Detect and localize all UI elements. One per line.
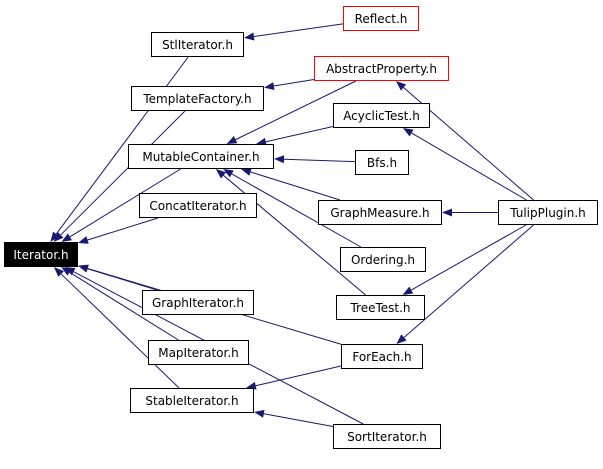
edge-arrowhead — [61, 233, 73, 242]
edge-graphiterator-to-iterator — [78, 264, 158, 291]
edge-foreach-to-stableiterator — [245, 365, 342, 390]
node-graphiterator[interactable]: GraphIterator.h — [142, 290, 254, 315]
edge-tulipplugin-to-treetest — [402, 224, 527, 295]
node-stliterator[interactable]: StlIterator.h — [151, 32, 244, 57]
edge-line — [411, 132, 527, 201]
edge-arrowhead — [240, 168, 252, 176]
node-bfs[interactable]: Bfs.h — [355, 150, 409, 175]
edge-line — [87, 268, 158, 291]
edge-line — [410, 224, 527, 291]
edge-arrowhead — [254, 409, 265, 418]
edge-stableiterator-to-iterator — [53, 267, 180, 389]
edge-line — [69, 168, 181, 238]
node-mapiterator[interactable]: MapIterator.h — [148, 340, 249, 365]
edge-concatiterator-to-iterator — [78, 217, 159, 244]
edge-arrowhead — [402, 128, 414, 137]
edge-line — [255, 365, 342, 387]
node-mutablecontainer[interactable]: MutableContainer.h — [128, 144, 274, 169]
node-tulipplugin[interactable]: TulipPlugin.h — [498, 200, 598, 225]
edge-arrowhead — [53, 267, 64, 277]
edge-arrowhead — [53, 232, 64, 242]
edge-line — [265, 126, 334, 143]
node-stableiterator[interactable]: StableIterator.h — [130, 388, 254, 413]
edge-line — [231, 173, 362, 248]
edge-templatefactory-to-iterator — [53, 110, 186, 242]
edge-arrowhead — [78, 264, 89, 273]
edge-arrowhead — [215, 169, 227, 179]
edge-ordering-to-mutablecontainer — [223, 169, 362, 248]
edge-tulipplugin-to-foreach — [396, 224, 534, 344]
edge-arrowhead — [402, 286, 414, 295]
edge-treetest-to-mutablecontainer — [215, 169, 366, 296]
node-reflect[interactable]: Reflect.h — [343, 6, 419, 31]
edge-arrowhead — [223, 169, 234, 178]
node-ordering[interactable]: Ordering.h — [340, 247, 426, 272]
node-iterator: Iterator.h — [4, 242, 78, 267]
edge-arrowhead — [264, 82, 275, 90]
node-abstractproperty[interactable]: AbstractProperty.h — [314, 56, 449, 81]
node-graphmeasure[interactable]: GraphMeasure.h — [318, 200, 442, 225]
edge-arrowhead — [442, 208, 452, 217]
edge-arrowhead — [64, 267, 76, 276]
edge-abstractproperty-to-templatefactory — [264, 79, 315, 90]
edge-line — [60, 110, 186, 236]
edge-arrowhead — [256, 137, 267, 146]
node-sortiterator[interactable]: SortIterator.h — [333, 424, 441, 449]
edge-tulipplugin-to-acyclictest — [402, 128, 527, 201]
node-acyclictest[interactable]: AcyclicTest.h — [333, 103, 430, 128]
edge-line — [253, 23, 344, 38]
edge-arrowhead — [78, 236, 89, 244]
edge-arrowhead — [395, 81, 407, 91]
edge-bfs-to-mutablecontainer — [274, 155, 356, 164]
edge-arrowhead — [244, 32, 255, 41]
edge-tulipplugin-to-graphmeasure — [442, 208, 498, 217]
edge-arrowhead — [396, 334, 407, 344]
edge-line — [69, 271, 179, 341]
node-templatefactory[interactable]: TemplateFactory.h — [131, 86, 264, 111]
edge-line — [263, 413, 334, 428]
edge-line — [273, 79, 315, 87]
edge-line — [403, 224, 534, 338]
edge-tulipplugin-to-abstractproperty — [395, 81, 534, 201]
node-foreach[interactable]: ForEach.h — [341, 344, 423, 369]
edge-reflect-to-stliterator — [244, 23, 344, 41]
edge-abstractproperty-to-mutablecontainer — [226, 80, 357, 144]
edge-arrowhead — [50, 231, 60, 242]
node-concatiterator[interactable]: ConcatIterator.h — [139, 193, 257, 218]
edge-line — [60, 273, 180, 389]
edge-sortiterator-to-stableiterator — [254, 409, 334, 428]
edge-mutablecontainer-to-iterator — [61, 168, 181, 242]
edge-line — [87, 217, 159, 241]
edge-line — [235, 80, 357, 141]
node-treetest[interactable]: TreeTest.h — [336, 295, 425, 320]
edge-graphmeasure-to-mutablecontainer — [240, 168, 341, 201]
edge-acyclictest-to-mutablecontainer — [256, 126, 334, 146]
edge-arrowhead — [274, 155, 285, 164]
edge-line — [283, 158, 356, 163]
edge-arrowhead — [226, 136, 238, 144]
edge-line — [250, 171, 341, 201]
edge-arrowhead — [245, 381, 257, 390]
